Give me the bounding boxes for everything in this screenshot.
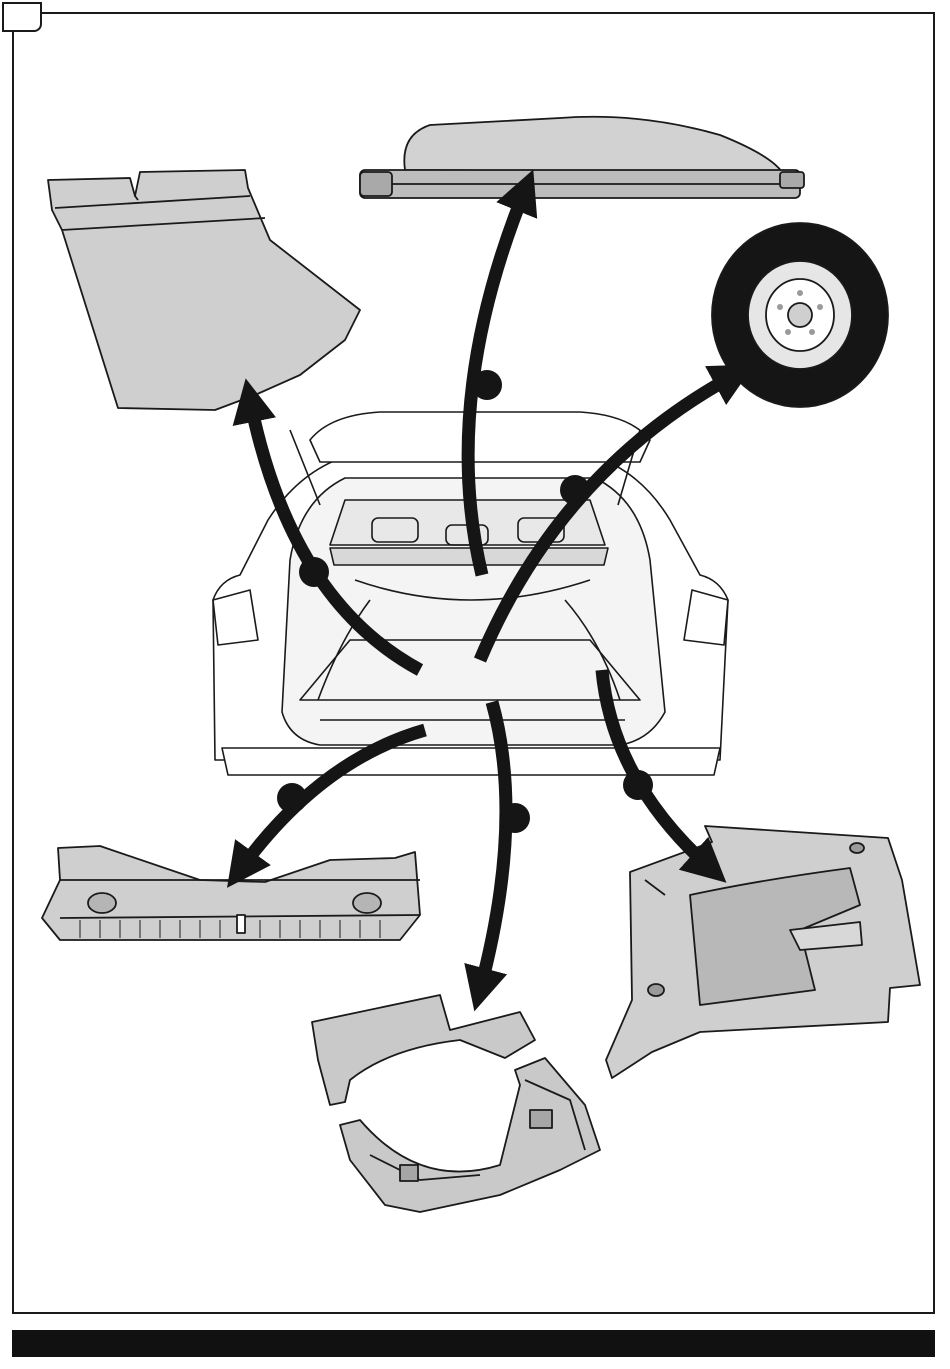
tonneau-cover-icon xyxy=(360,117,804,198)
callout-dot-2 xyxy=(472,370,502,400)
callout-dot-5 xyxy=(500,803,530,833)
callout-dot-4 xyxy=(277,783,307,813)
side-trim-panel-icon xyxy=(606,826,920,1078)
rear-sill-trim-icon xyxy=(42,846,420,940)
spare-tire-icon xyxy=(712,223,888,407)
callout-dot-3 xyxy=(560,475,590,505)
footer-bar xyxy=(12,1330,935,1357)
callout-dot-1 xyxy=(299,557,329,587)
cargo-floor-board-icon xyxy=(48,170,360,410)
floor-storage-tray-icon xyxy=(312,995,600,1212)
callout-dot-6 xyxy=(623,770,653,800)
